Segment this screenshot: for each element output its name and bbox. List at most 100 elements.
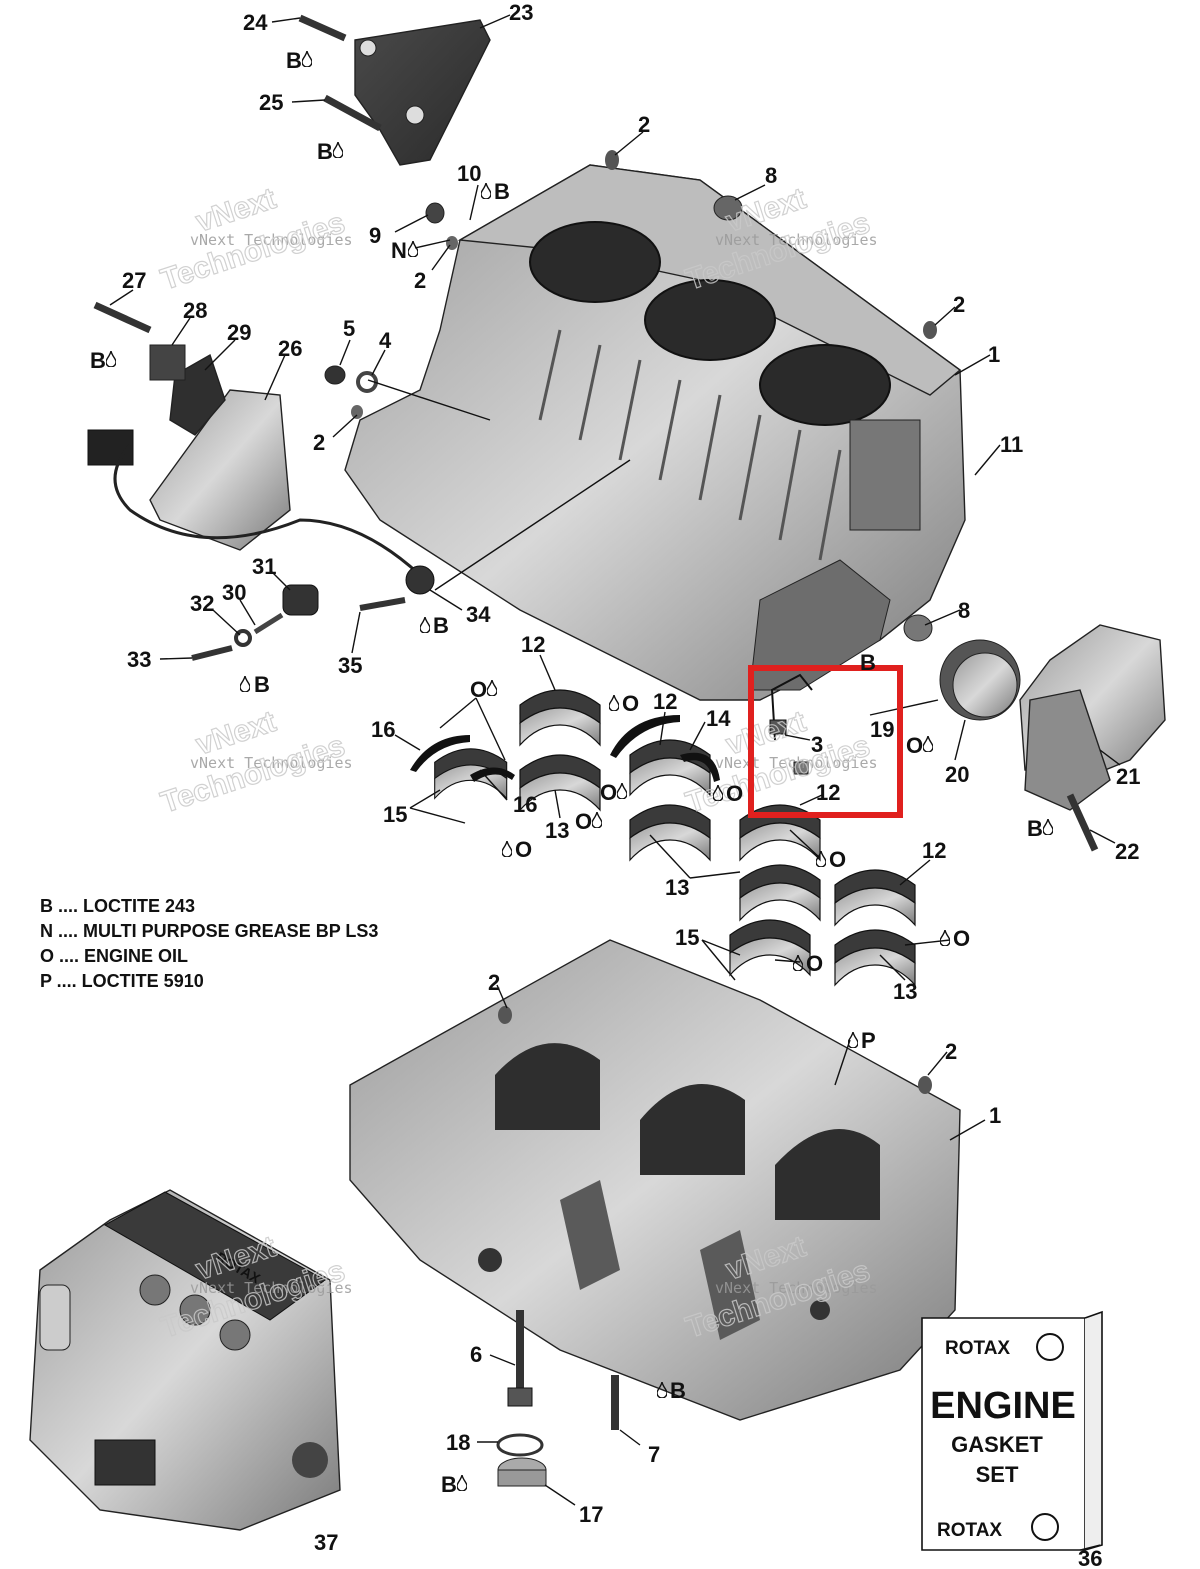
- callout-37[interactable]: 37: [314, 1530, 338, 1555]
- callout-35[interactable]: 35: [338, 653, 362, 678]
- callout-36[interactable]: 36: [1078, 1546, 1102, 1569]
- callout-6[interactable]: 6: [470, 1342, 482, 1367]
- kit-title: ENGINE: [930, 1385, 1076, 1427]
- callout-23[interactable]: 23: [509, 0, 533, 25]
- watermark-text: vNext Technologies: [190, 1279, 353, 1297]
- drop-icon: [420, 617, 430, 633]
- watermark-text: vNext Technologies: [190, 231, 353, 249]
- kit-line3: SET: [976, 1462, 1019, 1487]
- callout-28[interactable]: 28: [183, 298, 207, 323]
- drop-icon: [481, 183, 491, 199]
- code-label: B: [494, 179, 510, 204]
- callout-16[interactable]: 16: [513, 792, 537, 817]
- callout-2[interactable]: 2: [638, 112, 650, 137]
- callout-15[interactable]: 15: [383, 802, 407, 827]
- callout-1[interactable]: 1: [988, 342, 1000, 367]
- callout-14[interactable]: 14: [706, 706, 731, 731]
- drop-icon: [617, 783, 627, 799]
- legend-item-b: B .... LOCTITE 243: [40, 896, 195, 916]
- callout-30[interactable]: 30: [222, 580, 246, 605]
- code-label: O: [726, 781, 743, 806]
- callout-13[interactable]: 13: [893, 979, 917, 1004]
- callout-27[interactable]: 27: [122, 268, 146, 293]
- callout-2[interactable]: 2: [488, 970, 500, 995]
- legend-item-p: P .... LOCTITE 5910: [40, 971, 204, 991]
- callout-1[interactable]: 1: [989, 1103, 1001, 1128]
- callout-7[interactable]: 7: [648, 1442, 660, 1467]
- callouts: 24 23 25 2 8 10 9 2 2 1 11 27 28 29 26 5…: [122, 0, 1140, 1569]
- code-label: P: [861, 1028, 876, 1053]
- code-label: O: [829, 847, 846, 872]
- gasket-set-box: ROTAX ENGINE GASKET SET ROTAX: [921, 1310, 1103, 1551]
- callout-16[interactable]: 16: [371, 717, 395, 742]
- code-label: O: [806, 951, 823, 976]
- callout-21[interactable]: 21: [1116, 764, 1140, 789]
- code-label: O: [515, 837, 532, 862]
- callout-10[interactable]: 10: [457, 161, 481, 186]
- callout-13[interactable]: 13: [545, 818, 569, 843]
- code-label: B: [286, 48, 302, 73]
- callout-25[interactable]: 25: [259, 90, 283, 115]
- code-label: B: [441, 1472, 457, 1497]
- drop-icon: [609, 695, 619, 711]
- callout-32[interactable]: 32: [190, 591, 214, 616]
- callout-24[interactable]: 24: [243, 10, 268, 35]
- small-parts: [191, 150, 1166, 852]
- product-codes: B B B N B B B B B B B P O O O O O O O: [90, 48, 1053, 1497]
- callout-20[interactable]: 20: [945, 762, 969, 787]
- callout-5[interactable]: 5: [343, 316, 355, 341]
- kit-line2: GASKET: [951, 1432, 1043, 1457]
- leader-lines: [109, 14, 1121, 1551]
- legend-item-o: O .... ENGINE OIL: [40, 946, 188, 966]
- drop-icon: [240, 676, 250, 692]
- drop-icon: [408, 241, 418, 257]
- callout-31[interactable]: 31: [252, 554, 276, 579]
- code-label: B: [860, 650, 876, 675]
- callout-2[interactable]: 2: [953, 292, 965, 317]
- callout-3[interactable]: 3: [811, 732, 823, 757]
- code-label: O: [470, 677, 487, 702]
- callout-12[interactable]: 12: [816, 780, 840, 805]
- callout-34[interactable]: 34: [466, 602, 491, 627]
- callout-12[interactable]: 12: [653, 689, 677, 714]
- code-label: B: [317, 139, 333, 164]
- drop-icon: [302, 51, 312, 67]
- legend-item-n: N .... MULTI PURPOSE GREASE BP LS3: [40, 921, 378, 941]
- callout-19[interactable]: 19: [870, 717, 894, 742]
- callout-8[interactable]: 8: [765, 163, 777, 188]
- watermark-text: vNext Technologies: [715, 231, 878, 249]
- callout-22[interactable]: 22: [1115, 839, 1139, 864]
- callout-26[interactable]: 26: [278, 336, 302, 361]
- callout-9[interactable]: 9: [369, 223, 381, 248]
- callout-4[interactable]: 4: [379, 328, 392, 353]
- code-label: O: [906, 733, 923, 758]
- callout-12[interactable]: 12: [922, 838, 946, 863]
- code-label: O: [575, 809, 592, 834]
- code-label: O: [600, 780, 617, 805]
- watermark-text: vNext Technologies: [190, 754, 353, 772]
- callout-2[interactable]: 2: [414, 268, 426, 293]
- legend: B .... LOCTITE 243 N .... MULTI PURPOSE …: [40, 896, 378, 991]
- drop-icon: [106, 351, 116, 367]
- callout-11[interactable]: 11: [1000, 432, 1023, 457]
- lower-crankcase: [349, 939, 961, 1421]
- engine-mount-bracket: [354, 19, 491, 166]
- callout-17[interactable]: 17: [579, 1502, 603, 1527]
- callout-2[interactable]: 2: [945, 1039, 957, 1064]
- bolt-25: [323, 94, 382, 132]
- bearings: [410, 689, 916, 986]
- callout-33[interactable]: 33: [127, 647, 151, 672]
- watermark-text: vNext Technologies: [715, 1279, 878, 1297]
- code-label: O: [622, 691, 639, 716]
- callout-13[interactable]: 13: [665, 875, 689, 900]
- callout-2[interactable]: 2: [313, 430, 325, 455]
- drop-icon: [940, 930, 950, 946]
- callout-8[interactable]: 8: [958, 598, 970, 623]
- upper-crankcase: [344, 164, 966, 701]
- highlight-box[interactable]: [748, 665, 903, 818]
- callout-12[interactable]: 12: [521, 632, 545, 657]
- callout-29[interactable]: 29: [227, 320, 251, 345]
- callout-18[interactable]: 18: [446, 1430, 470, 1455]
- callout-15[interactable]: 15: [675, 925, 699, 950]
